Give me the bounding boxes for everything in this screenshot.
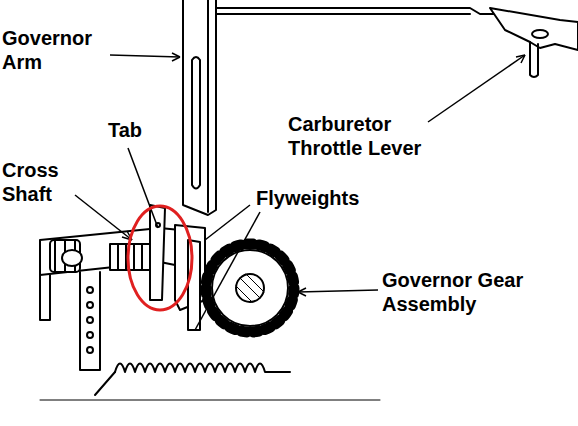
arrow-head bbox=[172, 53, 180, 61]
leader-line bbox=[428, 55, 525, 122]
cross-shaft bbox=[110, 244, 155, 270]
plate-hole bbox=[87, 317, 93, 323]
leader-line bbox=[298, 290, 378, 292]
throttle-lever bbox=[490, 8, 578, 50]
part-label: Cross Shaft bbox=[2, 158, 74, 206]
plate-hole bbox=[87, 302, 93, 308]
bolt bbox=[40, 275, 50, 320]
governor-spring bbox=[115, 364, 290, 373]
leader-line bbox=[110, 55, 180, 57]
flyweight bbox=[188, 240, 200, 330]
leader-line bbox=[195, 212, 260, 330]
arrow-head bbox=[516, 55, 525, 63]
lever-hole bbox=[532, 30, 548, 38]
plate-hole bbox=[87, 287, 93, 293]
leader-line bbox=[205, 205, 250, 240]
part-label: Tab bbox=[108, 118, 168, 142]
base-line bbox=[40, 400, 380, 401]
part-label: Governor Arm bbox=[2, 26, 102, 74]
governor-arm bbox=[183, 0, 216, 215]
gear-teeth bbox=[206, 244, 294, 332]
gear-hub bbox=[236, 274, 264, 302]
part-label: Carburetor Throttle Lever bbox=[288, 112, 463, 160]
link-rod bbox=[212, 8, 500, 14]
tab bbox=[150, 205, 165, 300]
plate-hole bbox=[87, 332, 93, 338]
arrow-head bbox=[298, 288, 306, 296]
adjust-plate bbox=[80, 272, 100, 370]
arm-slot bbox=[192, 57, 200, 189]
part-label: Governor Gear Assembly bbox=[382, 268, 552, 316]
shaft-end bbox=[62, 250, 82, 266]
link-rod bbox=[212, 13, 470, 15]
gear-body bbox=[212, 250, 288, 326]
part-label: Flyweights bbox=[256, 186, 386, 210]
arm-edge bbox=[207, 0, 209, 212]
leader-line bbox=[75, 195, 132, 240]
lever-shaft bbox=[530, 42, 538, 77]
spring-hook bbox=[95, 372, 115, 395]
highlight-ellipse bbox=[128, 206, 192, 310]
plate-hole bbox=[87, 347, 93, 353]
hub-spline bbox=[236, 274, 264, 302]
